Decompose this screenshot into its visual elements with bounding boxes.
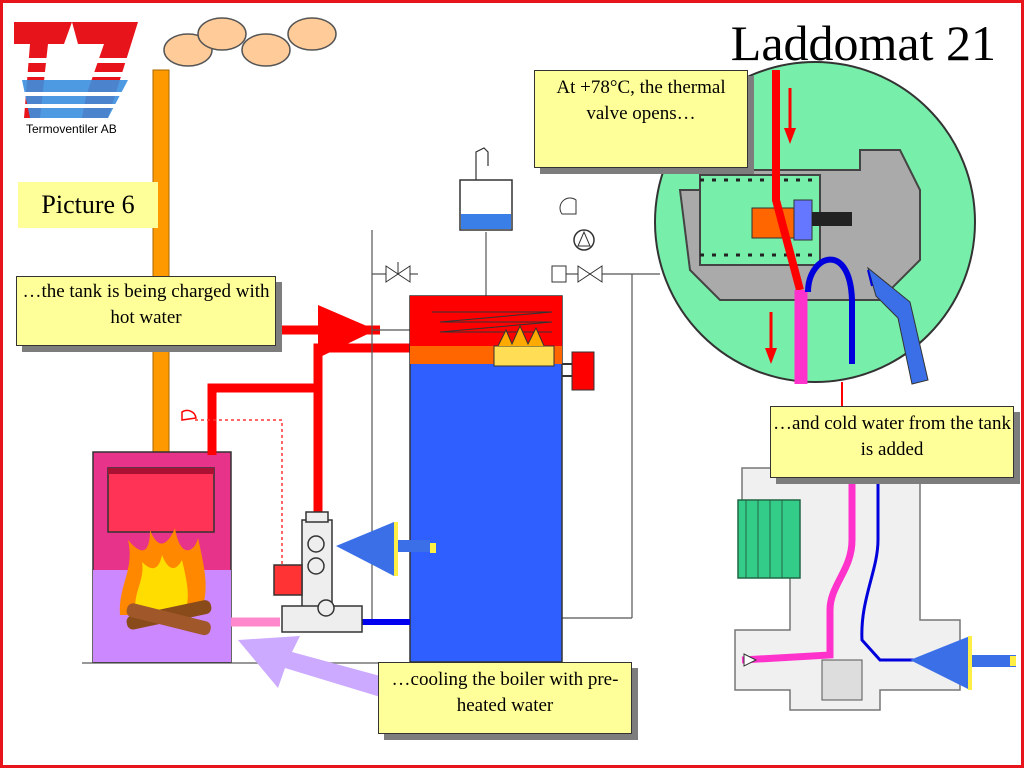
picture-label: Picture 6 xyxy=(18,182,158,228)
callout-valve-opens: At +78°C, the thermal valve opens… xyxy=(534,70,748,168)
smoke-cloud-icon xyxy=(163,17,337,67)
laddomat-cutaway xyxy=(734,467,1016,711)
hot-water-pipes xyxy=(207,325,410,512)
callout-cooling-boiler: …cooling the boiler with pre-heated wate… xyxy=(378,662,632,734)
chimney xyxy=(152,69,170,461)
flame-icon xyxy=(119,528,212,636)
pump-icon xyxy=(559,197,595,251)
slide-title: Laddomat 21 xyxy=(730,15,996,71)
laddomat-unit xyxy=(273,511,363,633)
cooling-arrow xyxy=(238,636,395,700)
callout-tank-charged: …the tank is being charged with hot wate… xyxy=(16,276,276,346)
expansion-vessel xyxy=(459,147,513,231)
company-name: Termoventiler AB xyxy=(26,122,117,136)
callout-cold-water: …and cold water from the tank is added xyxy=(770,406,1014,478)
arrow-icon xyxy=(336,522,436,576)
hot-flow-arrow xyxy=(318,305,376,358)
valve-icon xyxy=(385,262,603,283)
storage-tank xyxy=(409,295,595,663)
logo-tv-icon xyxy=(14,22,138,118)
